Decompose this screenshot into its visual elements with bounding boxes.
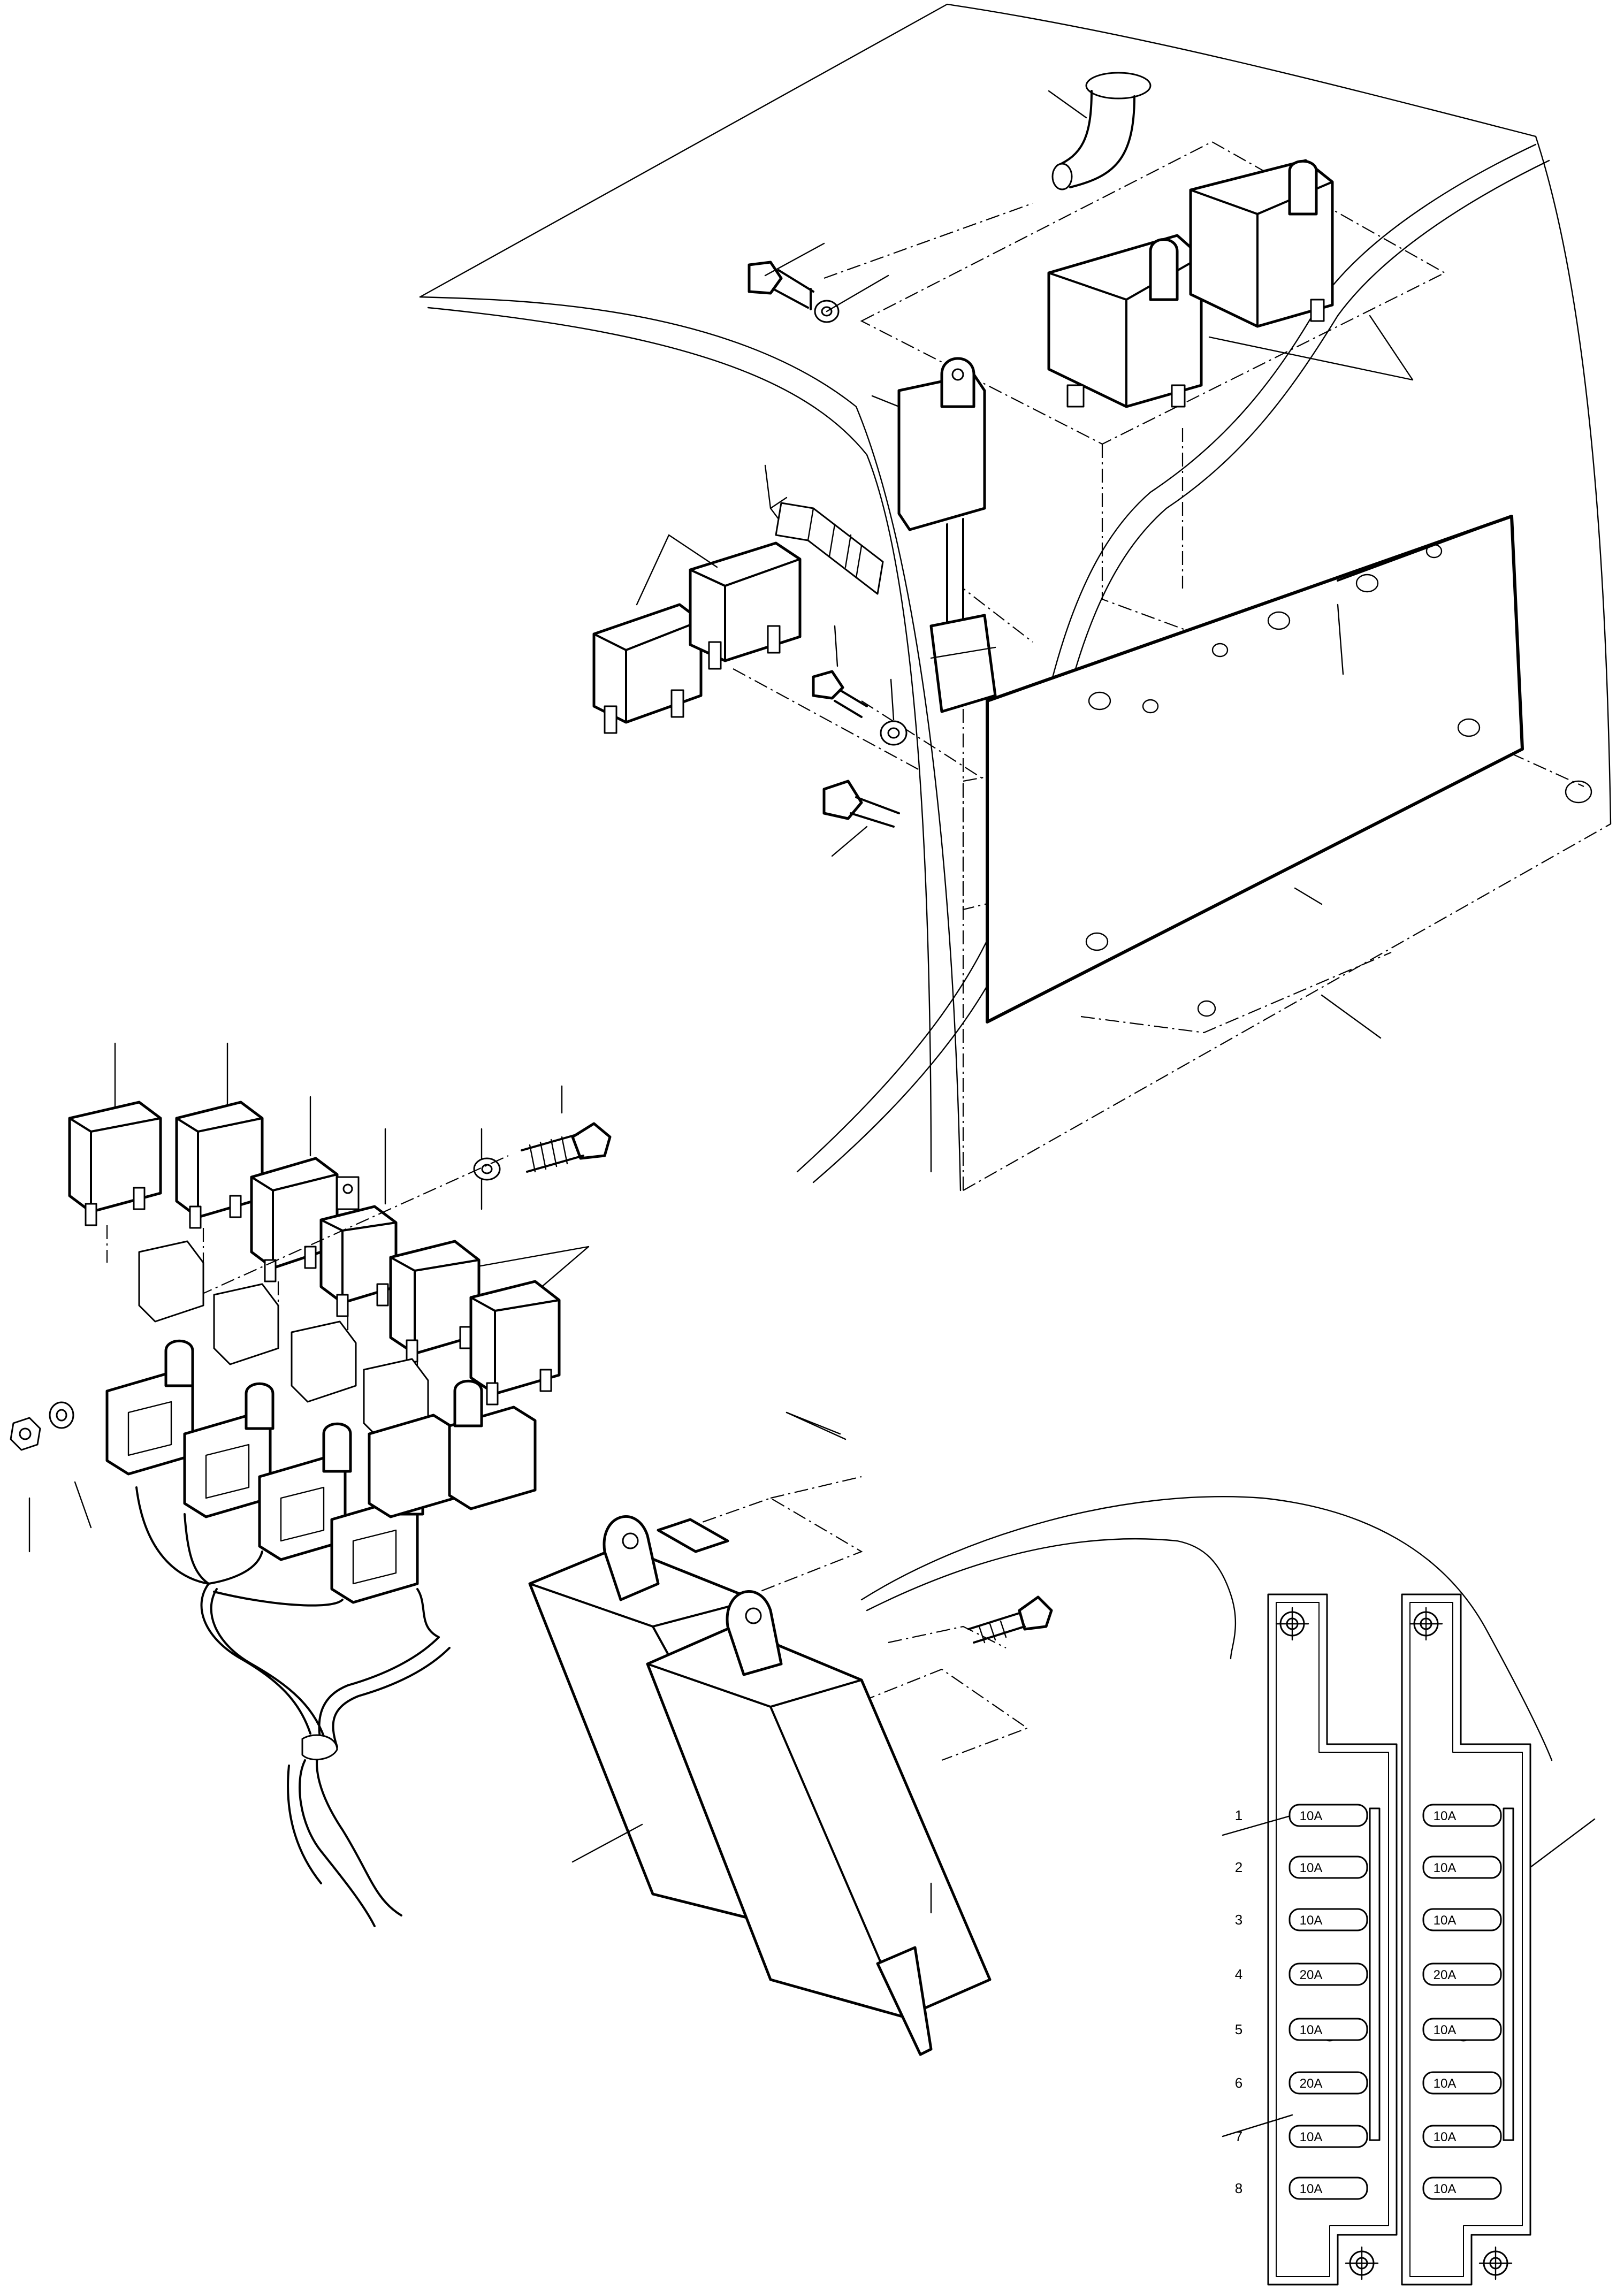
fuse-rating-label: 10A <box>1434 2076 1457 2091</box>
fuse-body <box>1288 1804 1368 1827</box>
fuse-rating-label: 10A <box>1300 2130 1323 2144</box>
fuse-body <box>1422 2125 1502 2148</box>
relay-sockets <box>105 1240 537 1604</box>
relay-bank-bolt <box>521 1122 612 1173</box>
relay-pair-upper <box>592 541 802 734</box>
fuse-left: 10A <box>1288 1908 1368 1931</box>
fuse-body <box>1422 2071 1502 2095</box>
elbow-pipe <box>1051 72 1152 190</box>
wiring-harness <box>135 1486 451 1927</box>
fuse-body <box>1288 1962 1368 1986</box>
mounting-screw <box>967 1595 1053 1644</box>
fuse-left: 10A <box>1288 2125 1368 2148</box>
fuse-right: 10A <box>1422 1855 1502 1879</box>
control-unit-2 <box>646 1590 992 2056</box>
fuse-position-number: 4 <box>1235 1966 1242 1982</box>
fuse-position-number: 8 <box>1235 2180 1242 2196</box>
fuse-rating-label: 10A <box>1434 1861 1457 1875</box>
fuse-rating-label: 10A <box>1300 1809 1323 1823</box>
washer-left <box>49 1401 74 1429</box>
fuse-position-number: 5 <box>1235 2021 1242 2037</box>
fuse-right: 10A <box>1422 1804 1502 1827</box>
fuse-body <box>1422 1855 1502 1879</box>
fuse-rating-label: 10A <box>1300 2023 1323 2037</box>
fuse-rating-label: 10A <box>1300 1913 1323 1928</box>
fuse-box-left <box>1267 1593 1398 2286</box>
flasher-unit <box>897 357 997 713</box>
fuse-right: 10A <box>1422 1908 1502 1931</box>
relay-bank-top-row <box>68 1101 561 1406</box>
large-relay-1 <box>1047 234 1203 408</box>
large-relay-2 <box>1189 159 1334 328</box>
fuse-box-left-top-screw <box>1275 1607 1309 1641</box>
fuse-rating-label: 10A <box>1434 2023 1457 2037</box>
fuse-body <box>1422 1908 1502 1931</box>
fuse-rating-label: 10A <box>1300 2182 1323 2196</box>
fuse-left: 10A <box>1288 2177 1368 2200</box>
fuse-body <box>1288 1908 1368 1931</box>
fuse-position-number: 7 <box>1235 2128 1242 2144</box>
washer-middle <box>880 720 908 746</box>
fuse-box-left-bottom-screw <box>1345 2246 1379 2280</box>
fuse-left: 20A <box>1288 2071 1368 2095</box>
fuse-body <box>1288 2125 1368 2148</box>
leader-lines-upper <box>636 90 1414 1039</box>
fuse-box-right-top-screw <box>1409 1607 1443 1641</box>
fuse-rating-label: 10A <box>1434 2130 1457 2144</box>
dashboard-panel-outline <box>419 3 1612 1192</box>
nut <box>10 1417 41 1451</box>
fuse-rating-label: 10A <box>1434 1809 1457 1823</box>
fuse-left: 10A <box>1288 1855 1368 1879</box>
fuse-right: 10A <box>1422 2177 1502 2200</box>
leader-lines-lower <box>571 1411 932 1914</box>
wiring-cable-right <box>860 1496 1553 1761</box>
fuse-leader-lines <box>1222 1814 1596 2137</box>
fuse-body <box>1422 2177 1502 2200</box>
fuse-left: 10A <box>1288 1804 1368 1827</box>
bolt-lower <box>822 780 900 828</box>
fuse-left: 20A <box>1288 1962 1368 1986</box>
fuse-rows: 1 10A 10A 2 10A 10A 3 10A 10A 4 20A 20A 5 10A 10A 6 20A 1… <box>1235 1804 1502 2200</box>
fuse-rating-label: 10A <box>1434 1913 1457 1928</box>
fuse-rating-label: 20A <box>1300 1968 1323 1982</box>
relay-bank-washer <box>473 1157 501 1181</box>
fuse-rating-label: 20A <box>1300 2076 1323 2091</box>
fuse-body <box>1288 1855 1368 1879</box>
fuse-left: 10A <box>1288 2018 1368 2041</box>
fuse-body <box>1422 1804 1502 1827</box>
fuse-box-right-bottom-screw <box>1478 2246 1513 2280</box>
fuse-body <box>1288 2018 1368 2041</box>
fuse-body <box>1288 2071 1368 2095</box>
fuse-right: 10A <box>1422 2018 1502 2041</box>
fuse-body <box>1288 2177 1368 2200</box>
fuse-rating-label: 10A <box>1434 2182 1457 2196</box>
bolt-top <box>748 261 814 310</box>
fuse-box-right <box>1401 1593 1531 2286</box>
fuse-position-number: 1 <box>1235 1807 1242 1823</box>
fuse-body <box>1422 2018 1502 2041</box>
fuse-rating-label: 20A <box>1434 1968 1457 1982</box>
fuse-position-number: 3 <box>1235 1912 1242 1928</box>
fuse-right: 10A <box>1422 2125 1502 2148</box>
relay-bank-dashed <box>106 1155 509 1396</box>
fuse-right: 10A <box>1422 2071 1502 2095</box>
fuse-body <box>1422 1962 1502 1986</box>
mounting-plate <box>986 515 1592 1024</box>
bolt-middle <box>812 670 868 718</box>
fuse-position-number: 2 <box>1235 1859 1242 1875</box>
fuse-position-number: 6 <box>1235 2075 1242 2091</box>
fuse-rating-label: 10A <box>1300 1861 1323 1875</box>
fuse-right: 20A <box>1422 1962 1502 1986</box>
dashed-lower <box>679 1476 1029 1761</box>
sensor-plug <box>769 497 884 595</box>
